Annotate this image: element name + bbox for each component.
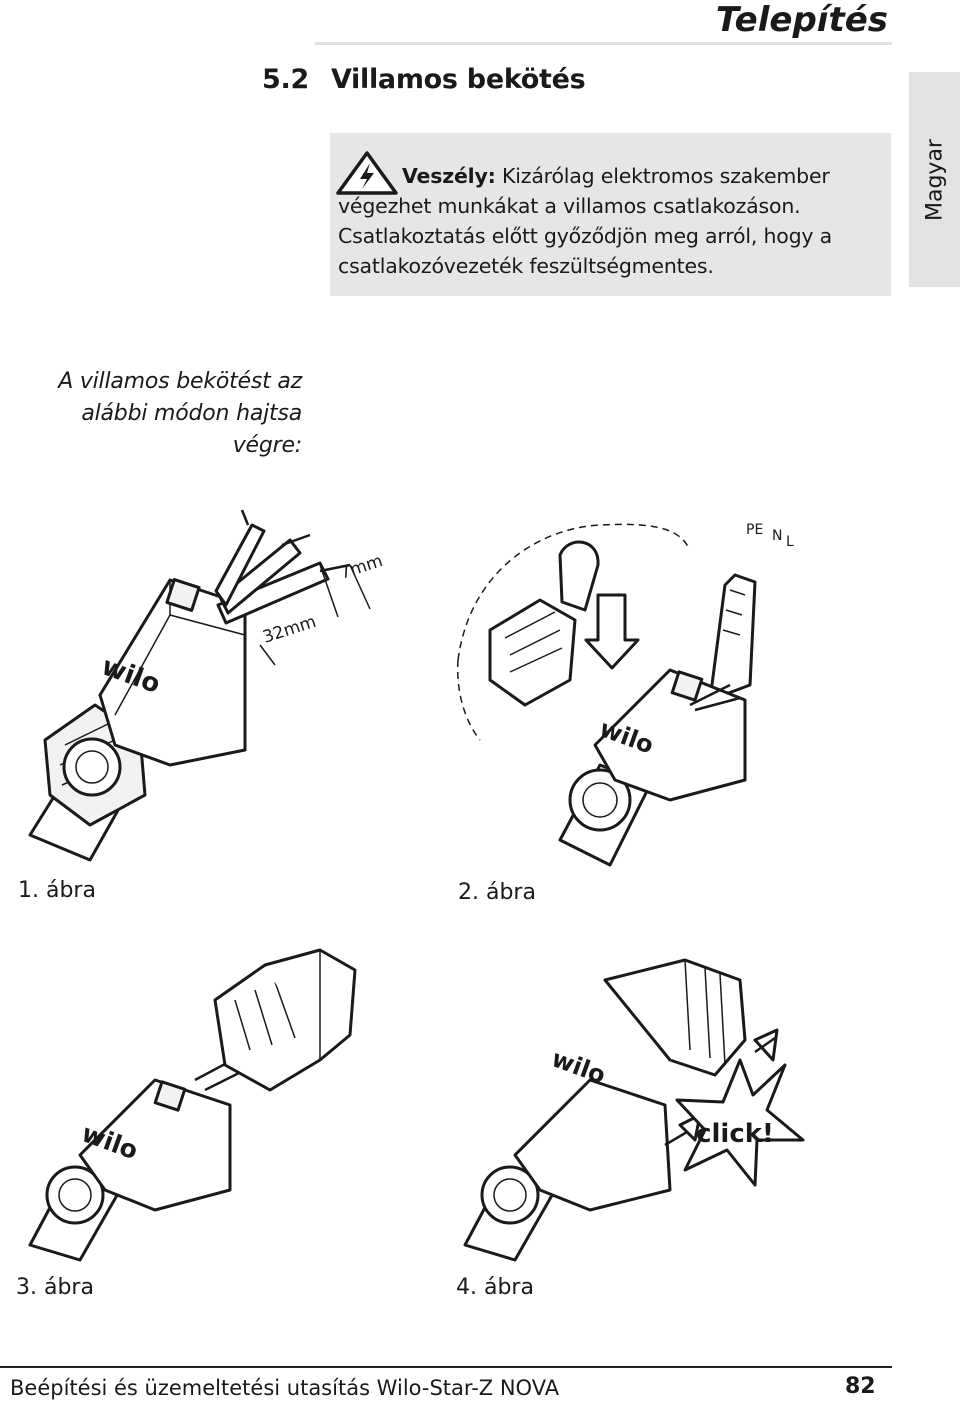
page-header-title: Telepítés [715, 0, 888, 40]
terminal-label-n: N [772, 528, 782, 544]
high-voltage-warning-icon [336, 151, 398, 195]
terminal-label-l: L [786, 534, 794, 550]
figure-3-caption: 3. ábra [16, 1275, 94, 1300]
page-number: 82 [845, 1374, 876, 1399]
figure-1-illustration: wilo 32mm 7mm [28, 509, 385, 862]
figure-2-illustration: PE N L wilo [456, 522, 794, 867]
warning-box: Veszély: Kizárólag elektromos szakember … [330, 133, 891, 296]
warning-body: Kizárólag elektromos szakember végezhet … [338, 164, 833, 278]
section-heading: 5.2 Villamos bekötés [262, 64, 586, 95]
figure-4-illustration: wilo click! [463, 958, 805, 1262]
footer-rule [0, 1366, 892, 1368]
figure-1-caption: 1. ábra [18, 878, 96, 903]
header-rule [315, 42, 892, 45]
click-callout: click! [696, 1119, 774, 1149]
warning-text: Veszély: Kizárólag elektromos szakember … [338, 161, 887, 281]
language-label: Magyar [922, 138, 947, 221]
figure-4-brand-text: wilo [548, 1044, 609, 1089]
language-tab: Magyar [909, 72, 960, 287]
terminal-label-pe: PE [746, 522, 763, 538]
section-number: 5.2 [262, 64, 309, 95]
figure-3-illustration: wilo [28, 948, 357, 1262]
intro-text: A villamos bekötést az alábbi módon hajt… [58, 369, 302, 458]
figure-1-dimension-wire: 7mm [337, 551, 385, 584]
section-title: Villamos bekötés [330, 64, 586, 95]
warning-label: Veszély: [402, 164, 496, 188]
figure-4-caption: 4. ábra [456, 1275, 534, 1300]
figure-1-dimension-cable: 32mm [260, 612, 318, 648]
footer-text: Beépítési és üzemeltetési utasítás Wilo-… [10, 1376, 560, 1400]
figure-2-caption: 2. ábra [458, 880, 536, 905]
